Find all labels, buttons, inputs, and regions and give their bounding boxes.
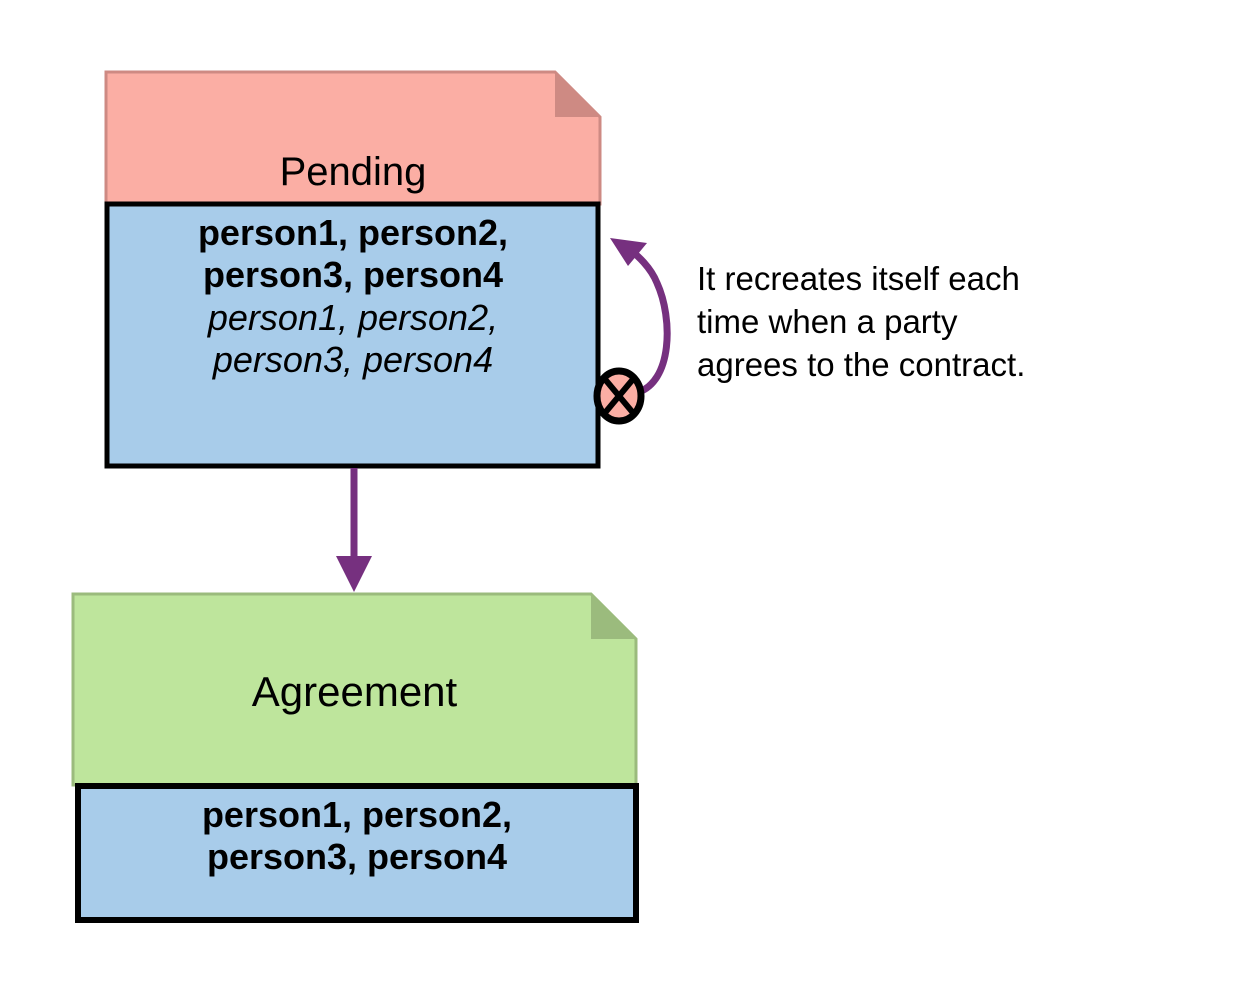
pending-line-4: person3, person4 bbox=[212, 339, 494, 381]
agreement-header-shape bbox=[71, 592, 638, 787]
agreement-header-fold bbox=[591, 594, 636, 639]
pending-compartment-text: person1, person2, person3, person4 perso… bbox=[110, 212, 596, 382]
crossed-circle-icon[interactable] bbox=[593, 367, 645, 425]
edge-arrowhead-down bbox=[336, 556, 372, 592]
self-loop-curve bbox=[622, 243, 671, 397]
agreement-compartment-text: person1, person2, person3, person4 bbox=[80, 794, 634, 879]
agreement-compartment bbox=[75, 783, 639, 923]
node-pending[interactable] bbox=[104, 70, 602, 469]
edge-pending-to-agreement[interactable] bbox=[336, 468, 372, 592]
annotation-recreate-note: It recreates itself each time when a par… bbox=[697, 260, 1026, 383]
self-loop-arrowhead bbox=[610, 238, 647, 266]
pending-line-1: person1, person2, bbox=[197, 212, 509, 253]
pending-header-fold bbox=[555, 72, 600, 117]
edge-pending-self-loop[interactable] bbox=[593, 238, 671, 425]
pending-line-2: person3, person4 bbox=[202, 254, 504, 296]
pending-compartment bbox=[104, 201, 601, 469]
pending-header-shape bbox=[104, 70, 602, 206]
agreement-line-1: person1, person2, bbox=[201, 794, 513, 835]
crossed-circle-stroke-b bbox=[601, 376, 637, 416]
pending-line-3: person1, person2, bbox=[207, 296, 499, 338]
node-agreement[interactable] bbox=[71, 592, 639, 923]
agreement-line-2: person3, person4 bbox=[206, 836, 508, 878]
